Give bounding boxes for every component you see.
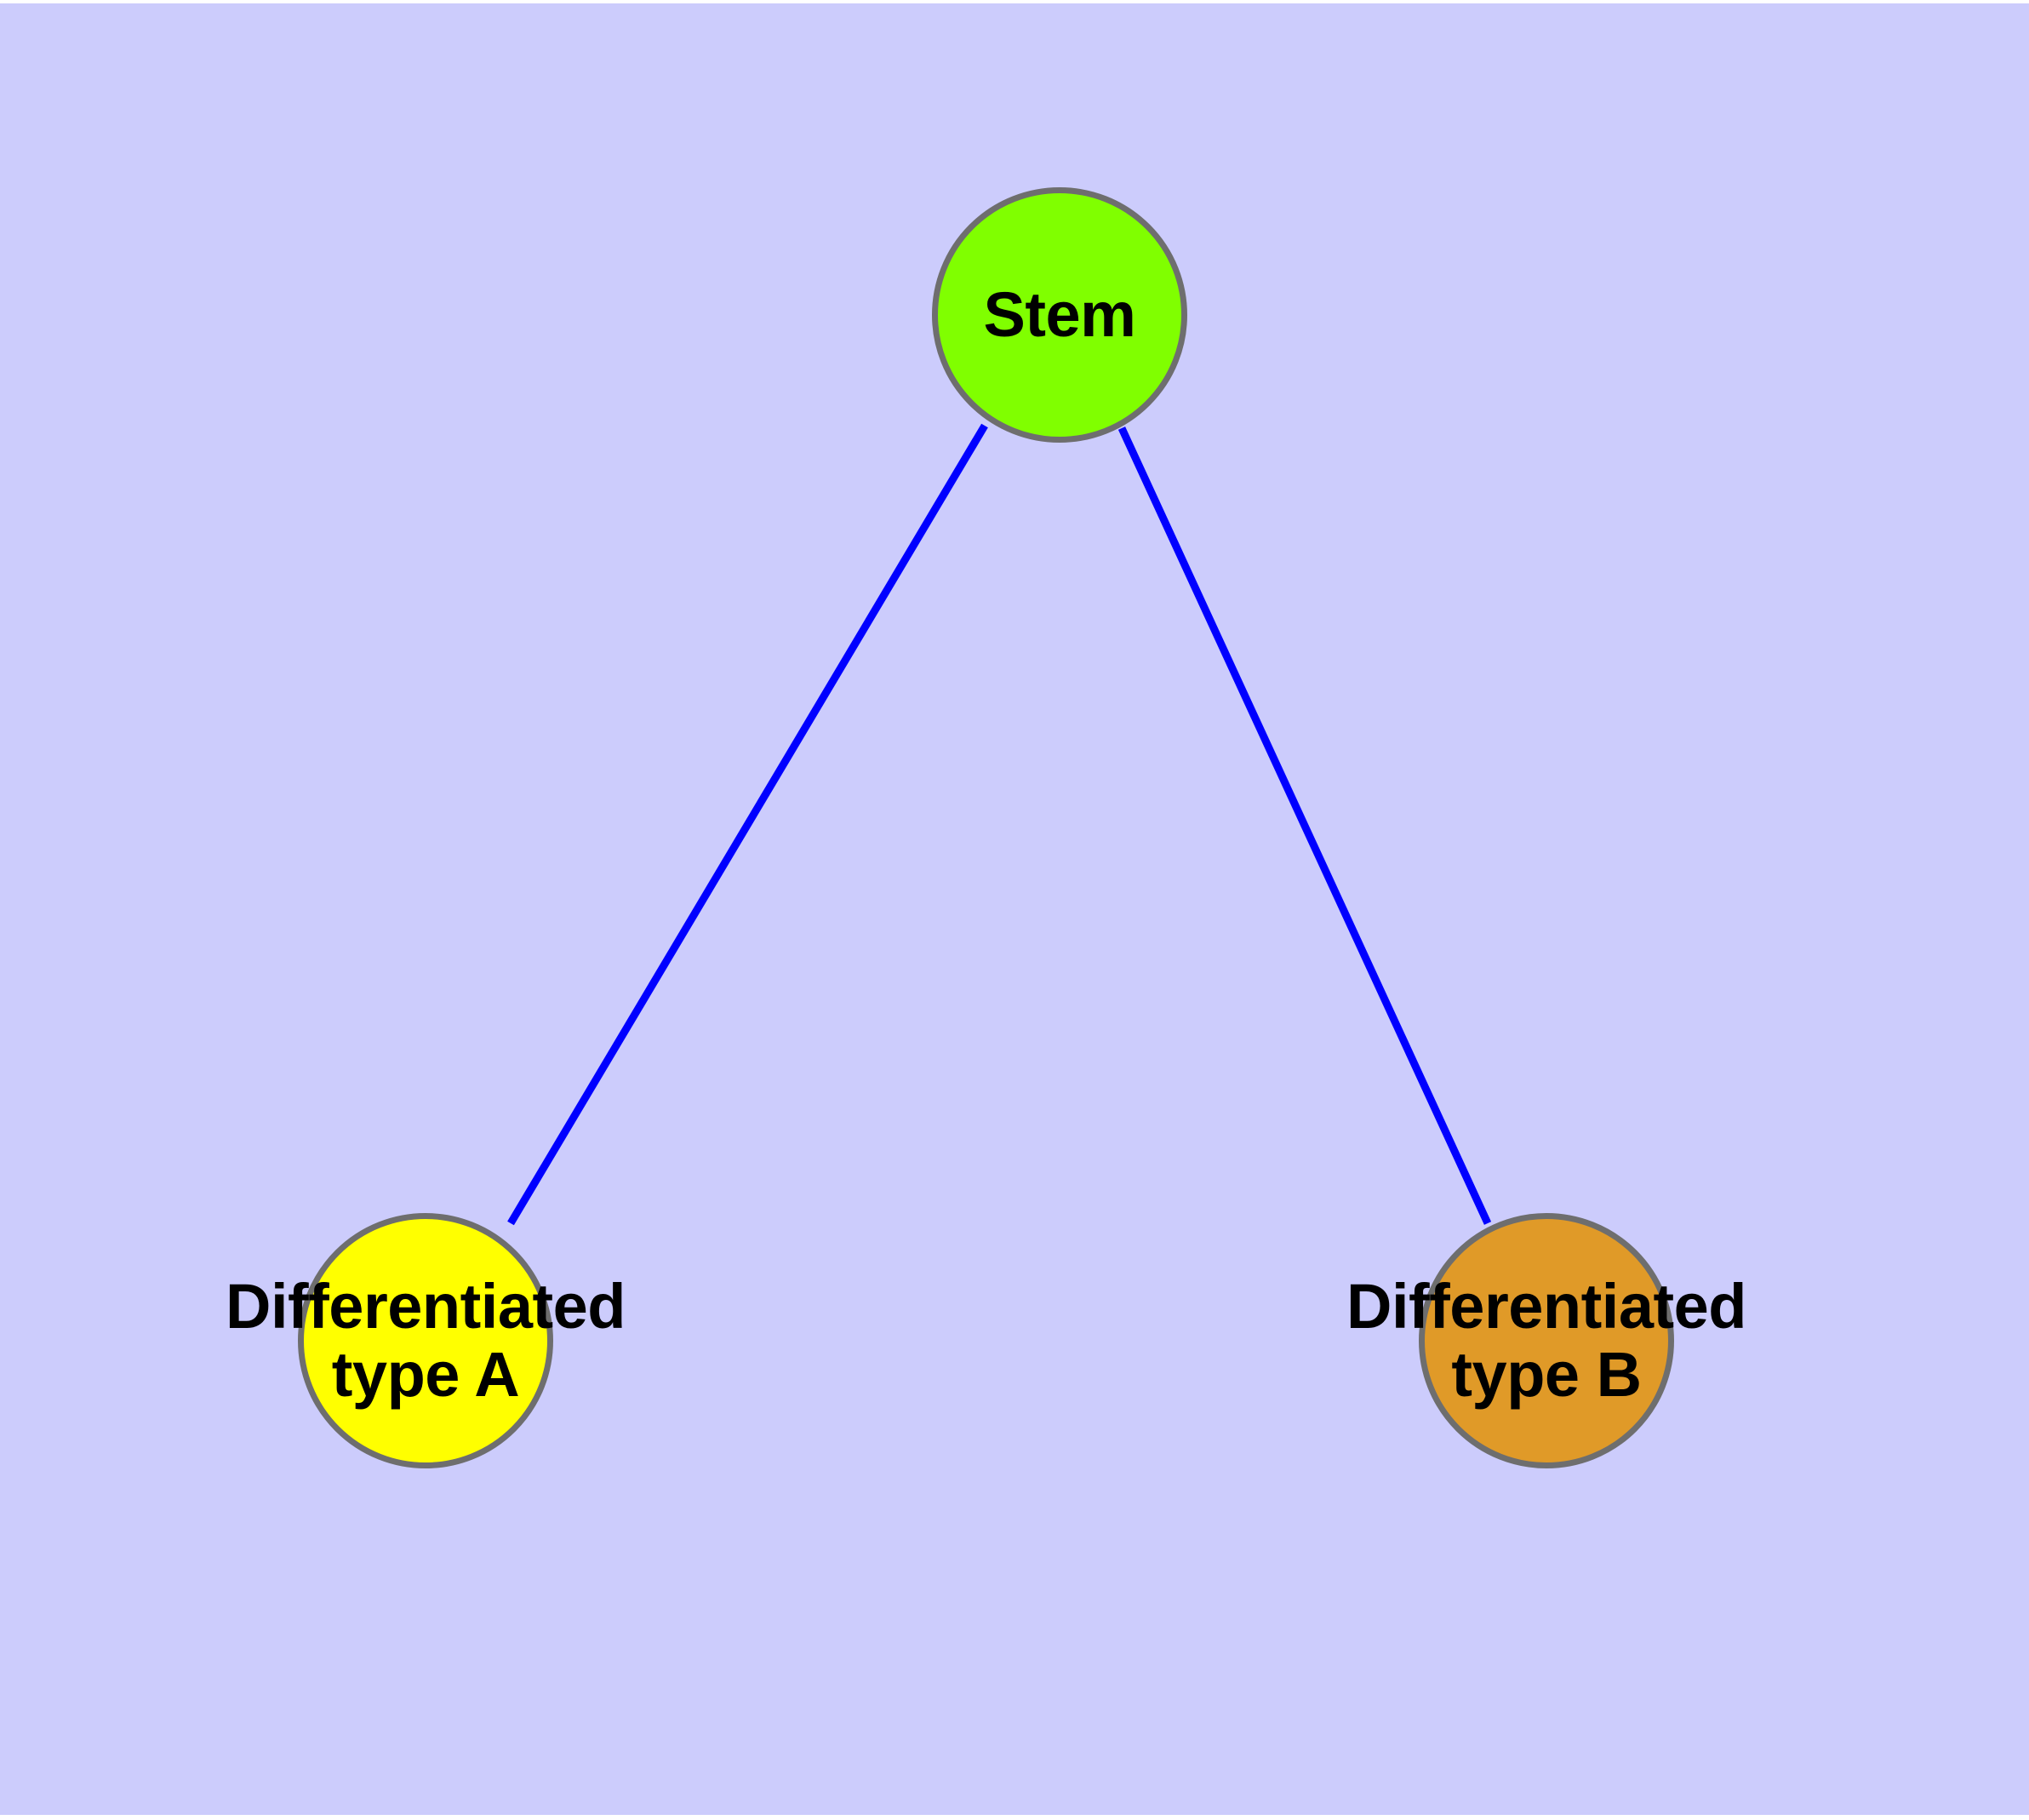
node-label-differentiated-type-b-line-1: Differentiated xyxy=(1346,1271,1746,1342)
node-label-stem-line-1: Stem xyxy=(983,279,1136,351)
node-label-differentiated-type-b-line-2: type B xyxy=(1451,1339,1642,1410)
node-differentiated-type-a[interactable] xyxy=(298,1213,553,1468)
node-differentiated-type-b[interactable] xyxy=(1419,1213,1674,1468)
node-label-stem: Stem xyxy=(984,281,1136,349)
edge-stem-to-differentiated-type-b[interactable] xyxy=(1117,426,1492,1225)
edge-stem-to-differentiated-type-a[interactable] xyxy=(507,423,988,1226)
node-label-differentiated-type-a: Differentiated type A xyxy=(226,1273,626,1409)
node-label-differentiated-type-a-line-2: type A xyxy=(331,1339,520,1410)
node-label-differentiated-type-a-line-1: Differentiated xyxy=(226,1271,626,1342)
node-label-differentiated-type-b: Differentiated type B xyxy=(1346,1273,1746,1409)
node-stem[interactable] xyxy=(932,187,1187,443)
